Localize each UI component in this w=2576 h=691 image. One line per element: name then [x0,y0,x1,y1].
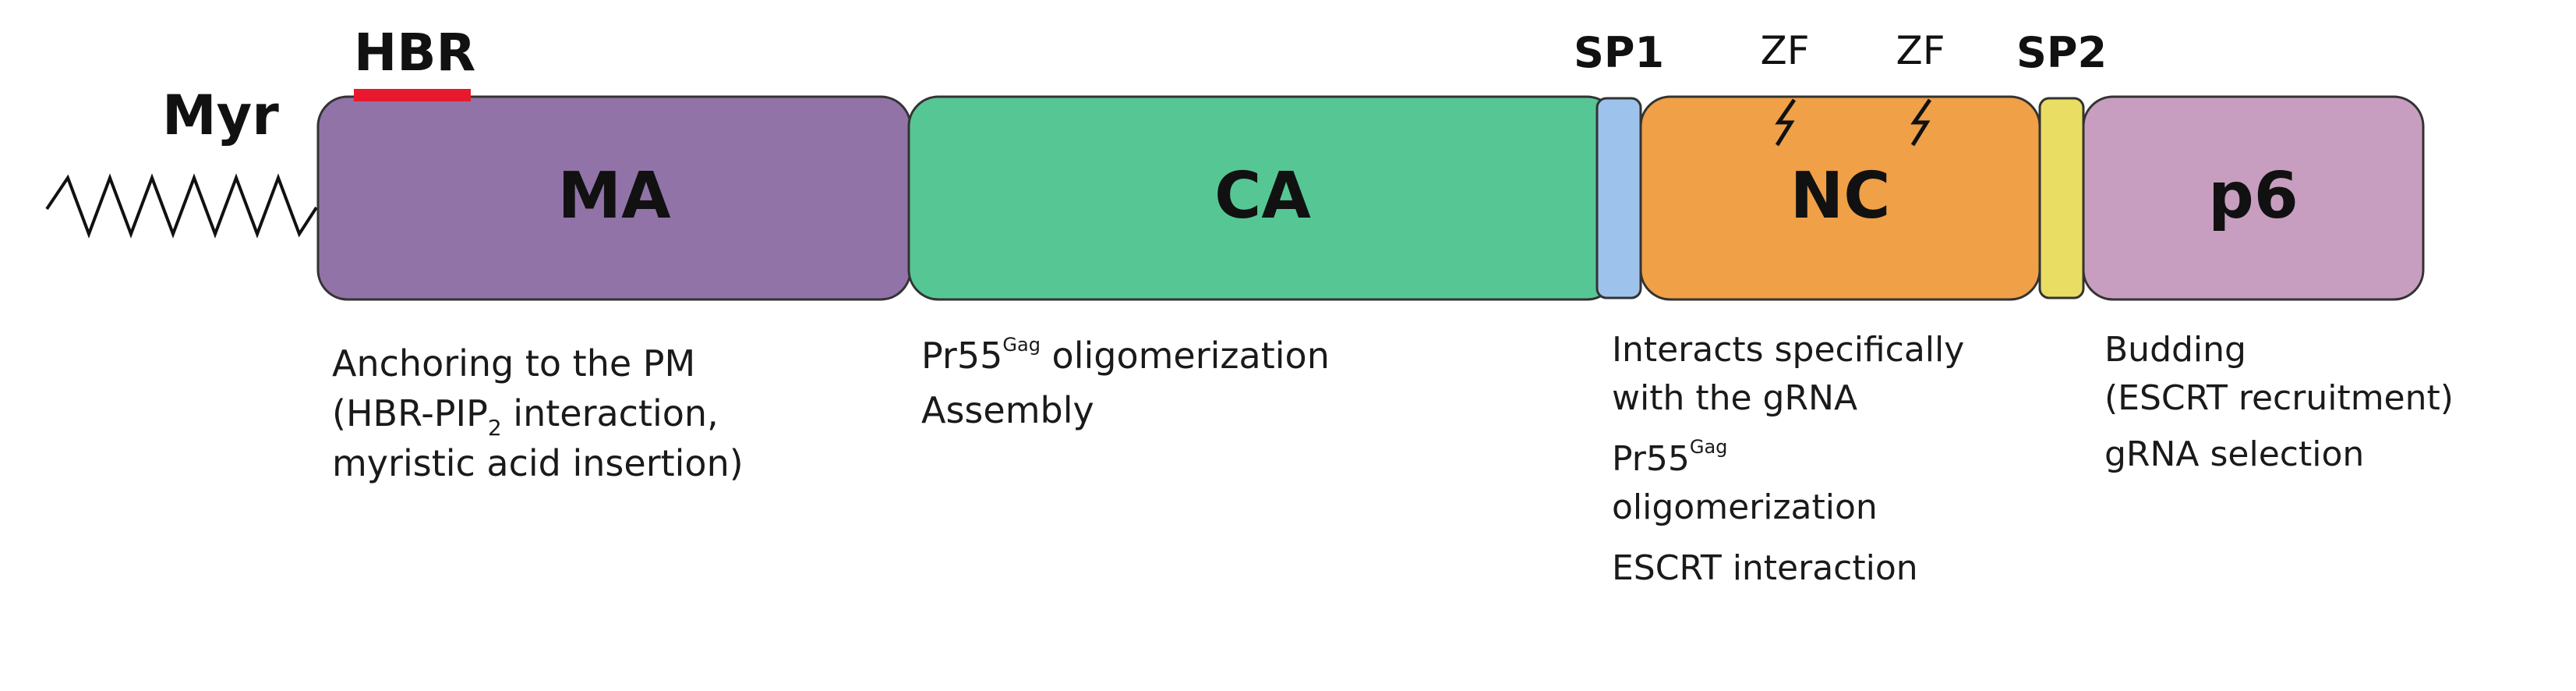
ca-desc-line1-post: oligomerization [1040,335,1330,377]
sp2-spacer [2038,97,2085,299]
p6-desc-line2: (ESCRT recruitment) [2104,378,2454,418]
ma-description: Anchoring to the PM (HBR-PIP2 interactio… [332,338,744,488]
ma-domain-label: MA [557,159,671,233]
zf-left-bolt-icon [1775,98,1797,147]
zf-left-label: ZF [1760,28,1809,73]
ma-desc-line2-post: interaction, [501,392,719,434]
hbr-bar [354,89,471,101]
hbr-label: HBR [354,23,475,83]
myr-label: Myr [162,83,279,147]
p6-desc-line1: Budding [2104,330,2246,370]
p6-domain-label: p6 [2208,159,2299,233]
ca-desc-superscript: Gag [1002,334,1041,356]
zf-right-label: ZF [1896,28,1945,73]
myristoyl-chain-zigzag [45,173,318,239]
ma-desc-subscript: 2 [487,415,502,441]
ca-description: Pr55Gag oligomerization Assembly [921,331,1330,435]
nc-desc-line3: Pr55Gag [1612,435,1964,484]
sp1-label: SP1 [1574,28,1664,77]
zf-right-bolt-icon [1910,98,1932,147]
p6-domain [2082,95,2425,301]
ma-desc-line3: myristic acid insertion) [332,442,744,484]
nc-desc-superscript: Gag [1689,436,1728,458]
sp1-spacer [1595,97,1642,299]
nc-desc-line3-pre: Pr55 [1612,439,1690,479]
ca-desc-line2: Assembly [921,389,1094,431]
nc-domain-label: NC [1790,159,1891,233]
ca-desc-line1: Pr55Gag oligomerization [921,331,1330,381]
p6-desc-line3: gRNA selection [2104,434,2365,474]
ma-desc-line2-pre: (HBR-PIP [332,392,488,434]
nc-desc-line5: ESCRT interaction [1612,548,1918,588]
p6-description: Budding (ESCRT recruitment) gRNA selecti… [2104,326,2454,479]
ma-desc-line2: (HBR-PIP2 interaction, [332,388,744,441]
ca-desc-line1-pre: Pr55 [921,335,1003,377]
nc-desc-line2: with the gRNA [1612,378,1858,418]
sp2-label: SP2 [2016,28,2107,77]
ma-desc-line1: Anchoring to the PM [332,342,696,384]
ca-domain-label: CA [1214,159,1311,233]
nc-description: Interacts specifically with the gRNA Pr5… [1612,326,1964,593]
nc-desc-line1: Interacts specifically [1612,330,1965,370]
nc-desc-line4: oligomerization [1612,487,1878,527]
